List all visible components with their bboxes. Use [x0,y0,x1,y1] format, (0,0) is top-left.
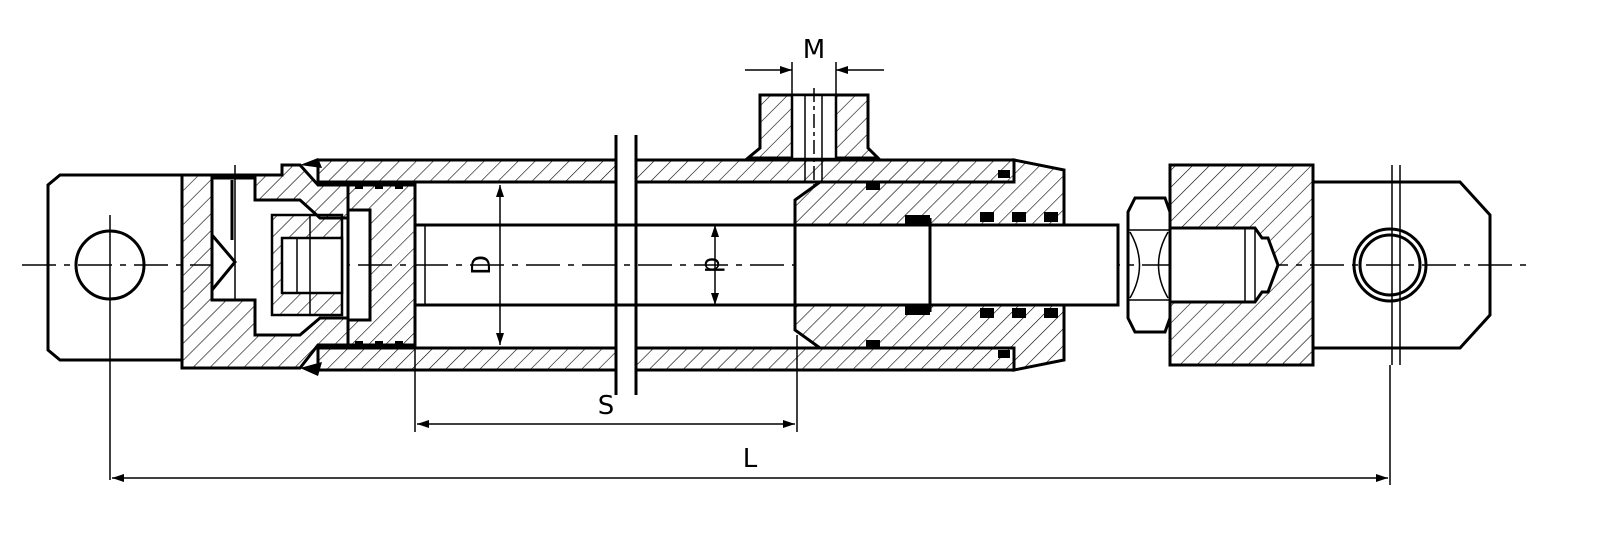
bore-diameter-label: D [467,255,497,275]
front-gland [793,158,1120,372]
port-thread-label: M [803,35,825,65]
rear-clevis [46,173,184,480]
piston [346,182,417,348]
dimension-length: L [112,444,1388,482]
rod-end-eye [1168,163,1492,485]
cylinder-barrel [316,135,1016,395]
dimension-bore: D [467,185,504,345]
dimension-rod: d [698,225,728,305]
stroke-label: S [598,391,615,421]
port-boss [743,88,882,190]
overall-length-label: L [743,444,758,474]
lock-nut [1126,196,1172,334]
dimension-m: M [745,35,884,95]
dimension-stroke: S [414,335,798,432]
rear-end-cap [180,158,350,376]
rod-diameter-label: d [698,257,728,274]
